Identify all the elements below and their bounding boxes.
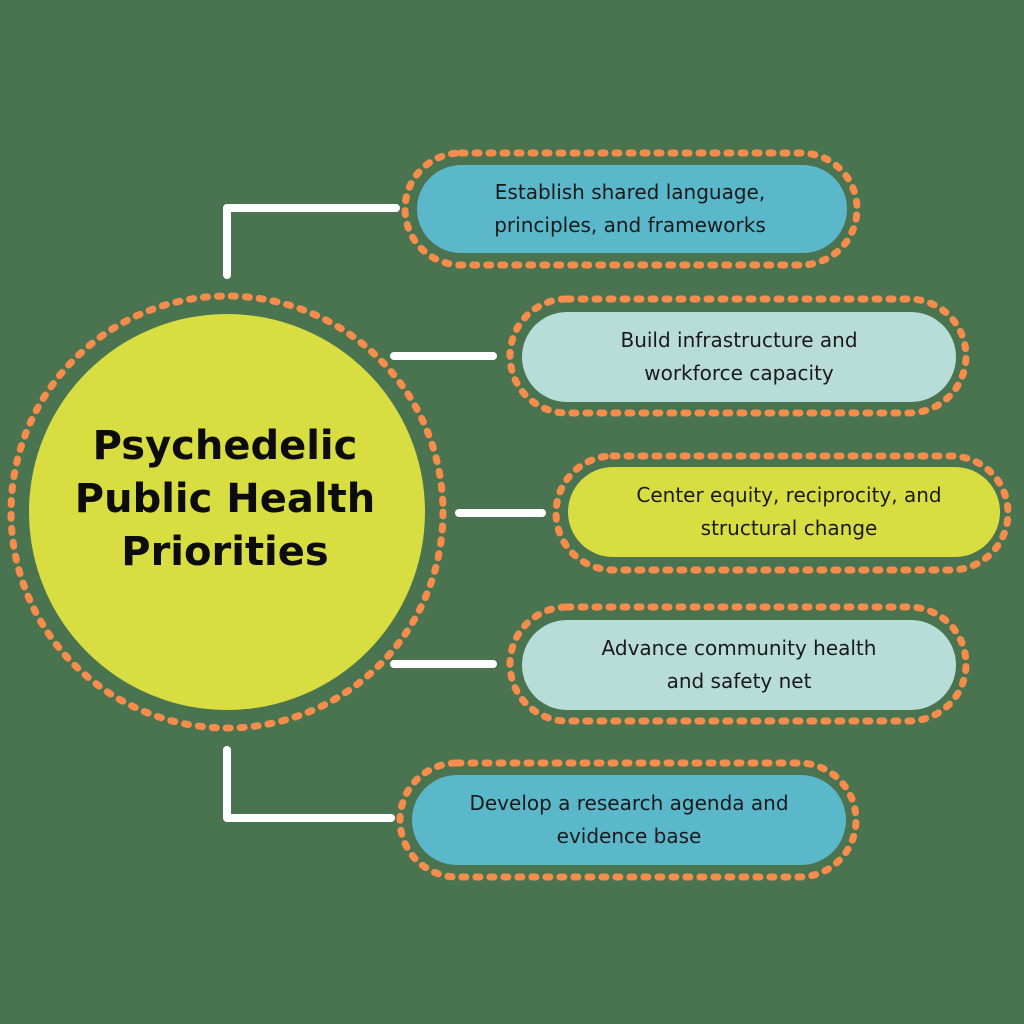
priority-2-line1: Build infrastructure and (620, 328, 858, 352)
center-title-line: Public Health (74, 476, 376, 522)
pill-1 (417, 165, 847, 253)
center-circle (29, 314, 425, 710)
connector-1 (223, 204, 400, 279)
priority-1-line1: Establish shared language, (494, 180, 766, 204)
center-title-line: Priorities (121, 529, 329, 575)
priority-3-line1: Center equity, reciprocity, and (636, 483, 942, 507)
priority-4-line1: Advance community health (601, 636, 877, 660)
priority-5: Develop a research agenda and evidence b… (412, 775, 846, 865)
priority-2: Build infrastructure and workforce capac… (525, 312, 953, 402)
pill-5 (412, 775, 846, 865)
priority-2-line2: workforce capacity (644, 361, 834, 385)
pill-2 (522, 312, 956, 402)
center-title-line: Psychedelic (92, 423, 358, 469)
pill-2-border (506, 295, 970, 417)
priority-3-line2: structural change (700, 516, 878, 540)
center-circle-dotted-ring (7, 292, 447, 732)
pill-4 (522, 620, 956, 710)
priority-1: Establish shared language, principles, a… (420, 165, 840, 253)
priority-1-line2: principles, and frameworks (494, 213, 766, 237)
priority-4: Advance community health and safety net (525, 620, 953, 710)
pill-3-border (552, 452, 1012, 574)
connector-5 (223, 746, 395, 822)
pill-3 (568, 467, 1000, 557)
center-title: Psychedelic Public Health Priorities (40, 420, 410, 579)
priority-3: Center equity, reciprocity, and structur… (573, 467, 1005, 557)
pill-5-border (396, 759, 860, 881)
priority-4-line2: and safety net (666, 669, 812, 693)
priority-5-line1: Develop a research agenda and (469, 791, 789, 815)
priority-5-line2: evidence base (556, 824, 702, 848)
pill-1-border (401, 149, 861, 269)
pill-4-border (506, 603, 970, 725)
